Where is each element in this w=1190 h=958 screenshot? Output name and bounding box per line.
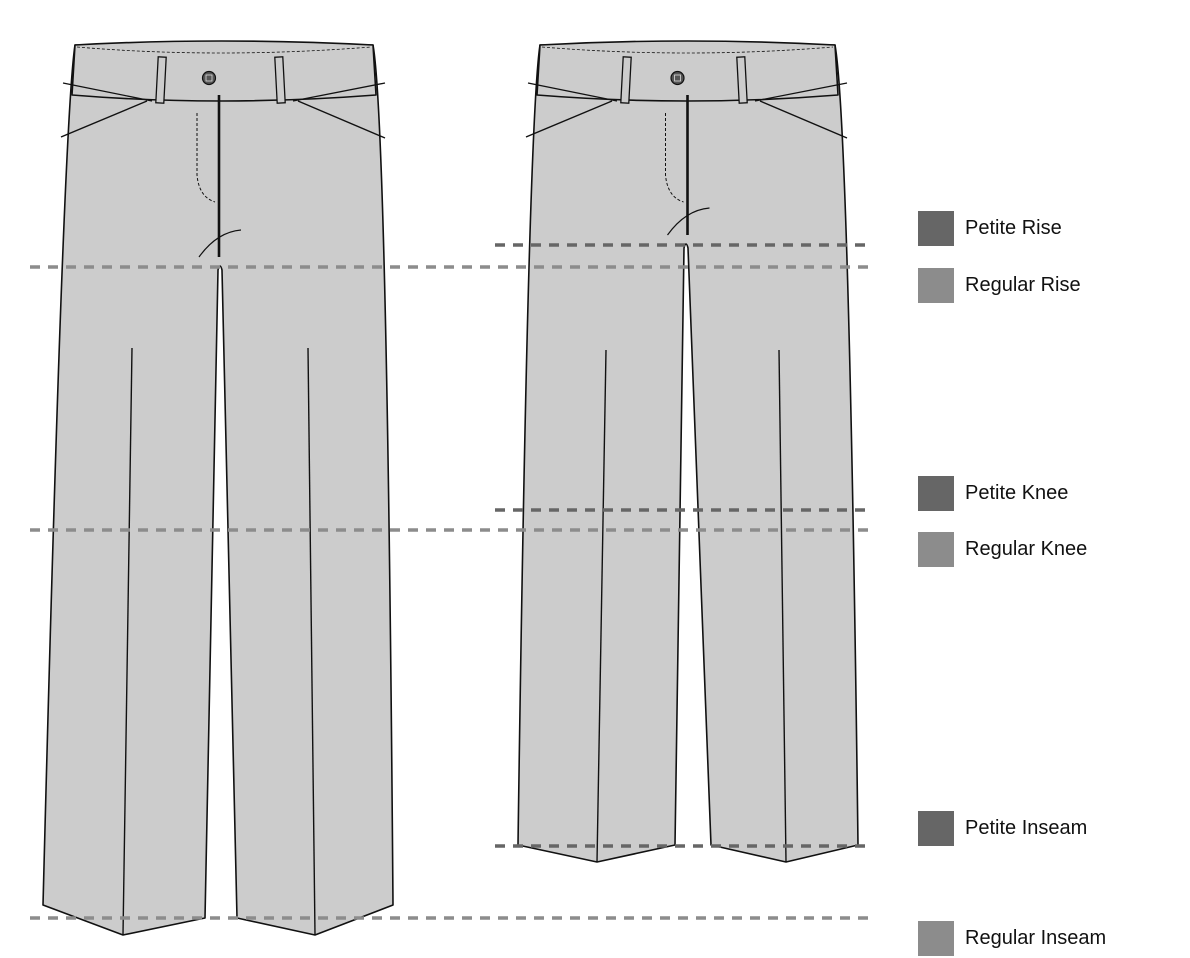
regular-pants-button-holes [205,74,213,82]
regular-pants-fly-stitch [196,113,216,203]
petite-pants-crease-right [778,349,787,863]
regular-swatch [918,920,954,956]
legend-label: Petite Inseam [965,816,1088,839]
regular-pants-pocket-left [60,100,148,138]
petite-pants-waist-stitch [541,46,834,54]
petite-swatch [918,475,954,511]
legend-regular-inseam: Regular Inseam [918,920,1106,956]
regular-pants-crotch-curve [198,229,242,258]
regular-swatch [918,267,954,303]
regular-pants-waist-stitch [76,46,372,54]
petite-pants-yoke-left [527,82,618,102]
petite-pants-fly-stitch [665,113,684,203]
petite-pants-button-icon [670,70,685,86]
regular-swatch [918,531,954,567]
petite-pants-button-holes [674,74,681,82]
legend-regular-rise: Regular Rise [918,267,1081,303]
legend-label: Regular Rise [965,273,1081,296]
petite-pants-belt-loop [620,56,632,104]
legend-petite-knee: Petite Knee [918,475,1068,511]
petite-pants-crotch-curve [667,207,710,236]
regular-pants-belt-loop [274,56,286,104]
petite-pants-yoke-right [754,82,848,102]
petite-swatch [918,810,954,846]
petite-pants-pocket-right [759,100,848,139]
legend-petite-rise: Petite Rise [918,210,1062,246]
regular-pants-belt-loop [155,56,167,104]
regular-pants-pocket-right [297,100,386,139]
regular-pants-waistband [71,40,377,102]
legend-regular-knee: Regular Knee [918,531,1087,567]
regular-pants-button-icon [201,70,217,86]
regular-pants-yoke-right [292,82,386,102]
legend-label: Regular Knee [965,537,1088,560]
petite-pants-body [517,44,859,863]
petite-pants-belt-loop [736,56,748,104]
regular-pants-yoke-left [62,82,153,102]
petite-swatch [918,210,954,246]
legend-label: Petite Rise [965,216,1062,239]
legend-label: Petite Knee [965,481,1069,504]
regular-pants-crease-left [122,347,133,936]
petite-pants-crease-left [596,349,607,863]
petite-pants-pocket-left [525,100,613,138]
legend-label: Regular Inseam [965,926,1107,949]
regular-pants-crease-right [307,347,316,936]
legend-petite-inseam: Petite Inseam [918,810,1087,846]
